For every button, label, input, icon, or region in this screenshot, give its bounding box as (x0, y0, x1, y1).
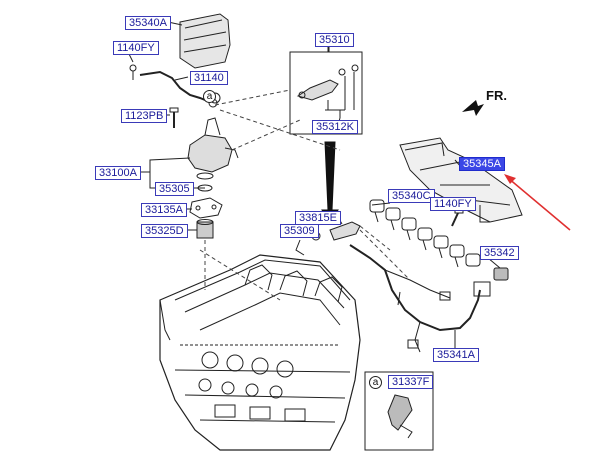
part-label-35345A[interactable]: 35345A (459, 157, 505, 171)
part-label-35310[interactable]: 35310 (315, 33, 354, 47)
callout-marker-a-inset: a (369, 376, 382, 389)
part-label-35342[interactable]: 35342 (480, 246, 519, 260)
coil-cover (399, 137, 523, 223)
fuel-pump (187, 134, 233, 173)
ignition-coils (369, 199, 481, 268)
part-label-35341A[interactable]: 35341A (433, 348, 479, 362)
part-label-35309[interactable]: 35309 (280, 224, 319, 238)
front-direction-icon (462, 100, 484, 116)
front-direction-label: FR. (486, 88, 507, 103)
engine-cover (179, 13, 231, 69)
part-label-1140FY[interactable]: 1140FY (113, 41, 159, 55)
engine-block (159, 254, 361, 451)
part-label-33815E[interactable]: 33815E (295, 211, 341, 225)
part-label-35325D[interactable]: 35325D (141, 224, 188, 238)
part-label-31337F[interactable]: 31337F (388, 375, 434, 389)
injector-inset (289, 51, 363, 135)
part-label-35312K[interactable]: 35312K (312, 120, 358, 134)
part-label-35340A[interactable]: 35340A (125, 16, 171, 30)
part-label-31140[interactable]: 31140 (190, 71, 228, 85)
part-label-33100A[interactable]: 33100A (95, 166, 141, 180)
part-label-33135A[interactable]: 33135A (141, 203, 187, 217)
wiring-harness (349, 244, 481, 332)
callout-marker-a: a (203, 90, 216, 103)
part-label-1123PB[interactable]: 1123PB (121, 109, 168, 123)
part-label-35305[interactable]: 35305 (155, 182, 194, 196)
red-arrow-icon (504, 174, 571, 231)
callout-inset (364, 371, 434, 451)
fuel-line (139, 70, 211, 103)
part-label-1140FR[interactable]: 1140FY (430, 197, 476, 211)
part-label-35340C[interactable]: 35340C (388, 189, 435, 203)
